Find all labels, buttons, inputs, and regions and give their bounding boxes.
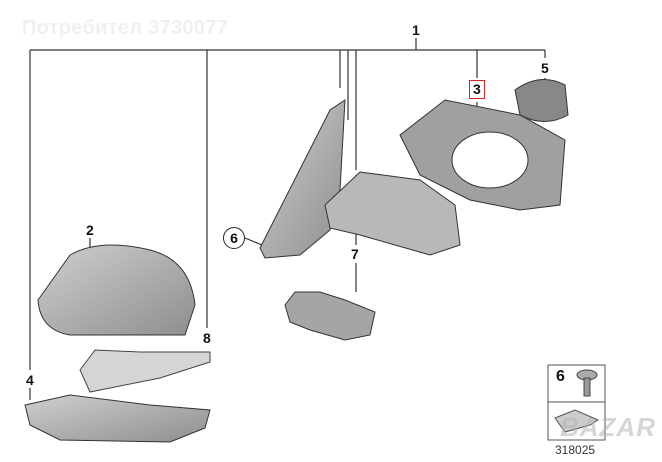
callout-8: 8 bbox=[203, 330, 211, 346]
callout-4: 4 bbox=[26, 372, 34, 388]
puddle-light-holder bbox=[284, 291, 376, 341]
mirror-motor bbox=[514, 79, 569, 122]
mirror-motor-bracket bbox=[324, 171, 461, 256]
callout-1: 1 bbox=[412, 22, 420, 38]
callout-5: 5 bbox=[541, 60, 549, 76]
mirror-base bbox=[259, 99, 346, 259]
callout-2: 2 bbox=[86, 222, 94, 238]
mirror-cap bbox=[37, 244, 196, 336]
lower-cover bbox=[24, 394, 211, 443]
callout-3: 3 bbox=[469, 80, 485, 99]
legend-box bbox=[547, 364, 606, 441]
user-watermark: Потребител 3730077 bbox=[22, 17, 229, 39]
callout-6: 6 bbox=[223, 227, 245, 249]
site-watermark: BAZAR bbox=[560, 412, 656, 442]
diagram-id: 318025 bbox=[555, 443, 596, 457]
callout-7: 7 bbox=[351, 246, 359, 262]
screw-icon bbox=[576, 369, 598, 397]
turn-signal bbox=[79, 349, 211, 393]
legend-number: 6 bbox=[556, 368, 565, 385]
